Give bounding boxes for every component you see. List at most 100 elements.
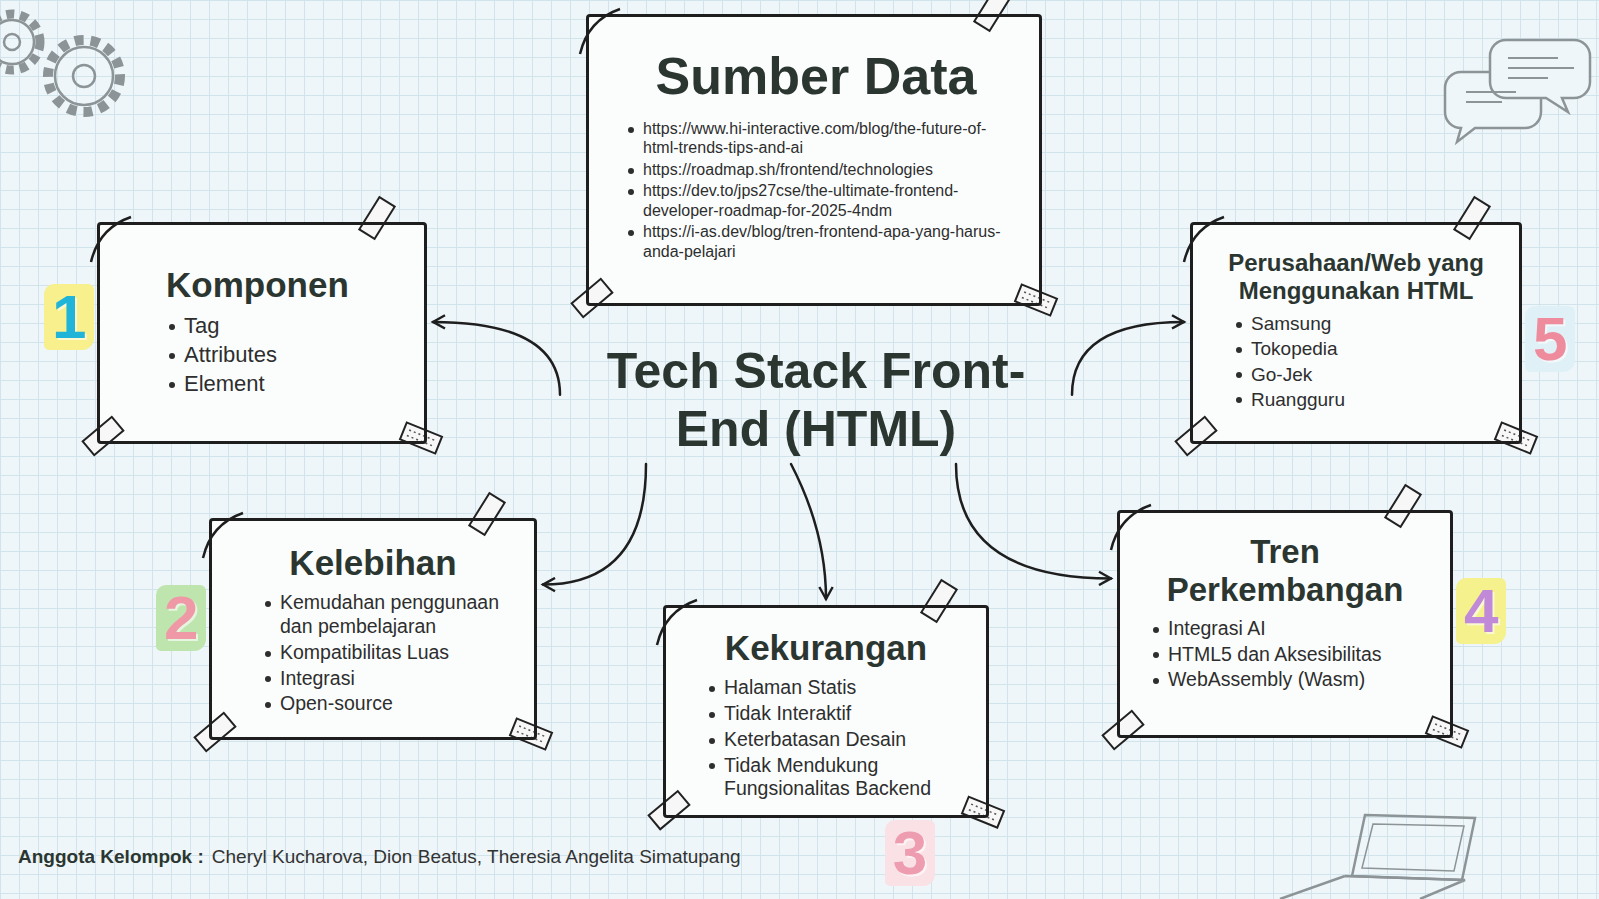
gear-teeth <box>48 40 120 112</box>
box-heading: Tren Perkembangan <box>1134 533 1436 609</box>
list-item: Samsung <box>1233 312 1501 335</box>
tape-strip <box>510 719 552 750</box>
tape-body <box>1176 417 1217 455</box>
card-fill <box>588 16 1040 304</box>
card-fill <box>665 607 987 816</box>
gear-teeth <box>0 14 40 70</box>
tape-body <box>1426 717 1468 748</box>
list-item: Halaman Statis <box>706 676 972 700</box>
callout-number: 1 <box>44 284 94 350</box>
list-item: Go-Jek <box>1233 363 1501 386</box>
tape-body <box>359 197 394 239</box>
card-fill <box>211 520 535 738</box>
tape-body <box>1103 711 1144 749</box>
tape-strip <box>962 797 1004 828</box>
tape-strip <box>1454 197 1489 239</box>
list-item: HTML5 dan Aksesibilitas <box>1150 643 1436 667</box>
tape-body <box>649 791 690 829</box>
connector-arrow <box>791 464 826 599</box>
list-item: WebAssembly (Wasm) <box>1150 668 1436 692</box>
tape-strip <box>400 423 442 454</box>
connector-arrow <box>543 464 646 585</box>
topic-card: KelebihanKemudahan penggunaan dan pembel… <box>209 518 537 740</box>
tape-body <box>1385 485 1420 527</box>
tape-strip <box>921 580 956 622</box>
gear-ring <box>55 47 113 105</box>
box-heading: Kelebihan <box>228 543 518 583</box>
box-heading: Perusahaan/Web yang Menggunakan HTML <box>1211 249 1501 304</box>
list-item: Ruangguru <box>1233 388 1501 411</box>
list-item: Kemudahan penggunaan dan pembelajaran <box>262 591 518 639</box>
tape-strip <box>1385 485 1420 527</box>
bubble-lines <box>1466 92 1516 102</box>
laptop-keyboard <box>1280 876 1465 899</box>
topic-card: KekuranganHalaman StatisTidak Interaktif… <box>663 605 989 818</box>
callout-number: 4 <box>1456 578 1506 644</box>
list-item: Integrasi AI <box>1150 617 1436 641</box>
tape-strip <box>469 493 504 535</box>
member-line: Anggota Kelompok : Cheryl Kucharova, Dion… <box>18 846 741 868</box>
list-item: Attributes <box>166 342 404 369</box>
box-heading: Komponen <box>166 265 404 305</box>
connector-arrow <box>1072 322 1184 395</box>
list-item: Tag <box>166 313 404 340</box>
topic-card: Tren PerkembanganIntegrasi AIHTML5 dan A… <box>1117 510 1453 738</box>
callout-number: 3 <box>885 820 935 886</box>
footer-names: Cheryl Kucharova, Dion Beatus, Theresia … <box>212 846 741 868</box>
tape-strip <box>649 791 690 829</box>
source-card: Sumber Data https://www.hi-interactive.co… <box>586 14 1042 306</box>
topic-card: KomponenTagAttributesElement <box>97 222 427 444</box>
tape-body <box>1495 423 1537 454</box>
card-fill <box>99 224 425 442</box>
tape-strip <box>359 197 394 239</box>
gear-ring <box>0 20 34 64</box>
list-item: Tidak Interaktif <box>706 702 972 726</box>
decoration-icons <box>0 14 1590 899</box>
callout-number: 5 <box>1525 306 1575 372</box>
box-heading: Sumber Data <box>619 47 1013 107</box>
tape-body <box>510 719 552 750</box>
tape-strip <box>1103 711 1144 749</box>
topic-card: Perusahaan/Web yang Menggunakan HTML Sams… <box>1190 222 1522 444</box>
tape-body <box>1454 197 1489 239</box>
laptop-screen-inner <box>1362 824 1464 871</box>
tape-body <box>400 423 442 454</box>
tape-body <box>572 279 613 317</box>
source-link: https://roadmap.sh/frontend/technologies <box>625 160 1013 180</box>
tape-body <box>195 713 236 751</box>
tape-body <box>962 797 1004 828</box>
tape-strip <box>195 713 236 751</box>
source-link: https://i-as.dev/blog/tren-frontend-apa-… <box>625 222 1013 261</box>
card-backs <box>83 0 1537 829</box>
list-item: Integrasi <box>262 667 518 691</box>
source-link: https://www.hi-interactive.com/blog/the-… <box>625 119 1013 158</box>
list-item: Tokopedia <box>1233 337 1501 360</box>
tape-strip <box>83 417 124 455</box>
box-heading: Kekurangan <box>680 628 972 668</box>
connector-arrow <box>956 464 1111 578</box>
card-fill <box>1192 224 1520 442</box>
bubble-lines <box>1508 58 1574 78</box>
tape-strip <box>572 279 613 317</box>
list-item: Kompatibilitas Luas <box>262 641 518 665</box>
tape-strip <box>1015 285 1057 316</box>
card-fill <box>1119 512 1451 736</box>
central-title: Tech Stack Front-End (HTML) <box>566 343 1066 458</box>
tape-strip <box>1495 423 1537 454</box>
tape-body <box>921 580 956 622</box>
gear-hub <box>4 34 20 50</box>
tape-strip <box>1176 417 1217 455</box>
source-link: https://dev.to/jps27cse/the-ultimate-fro… <box>625 181 1013 220</box>
tape-strip <box>1426 717 1468 748</box>
connector-arrow <box>433 322 560 395</box>
speech-bubble <box>1490 40 1590 112</box>
gear-hub <box>73 65 95 87</box>
footer-heading: Anggota Kelompok : <box>18 846 204 868</box>
tape-body <box>83 417 124 455</box>
central-topic: Tech Stack Front-End (HTML) <box>566 343 1066 458</box>
list-item: Open-source <box>262 692 518 716</box>
laptop-screen <box>1352 815 1475 880</box>
list-item: Tidak Mendukung Fungsionalitas Backend <box>706 754 972 802</box>
callout-number: 2 <box>156 585 206 651</box>
